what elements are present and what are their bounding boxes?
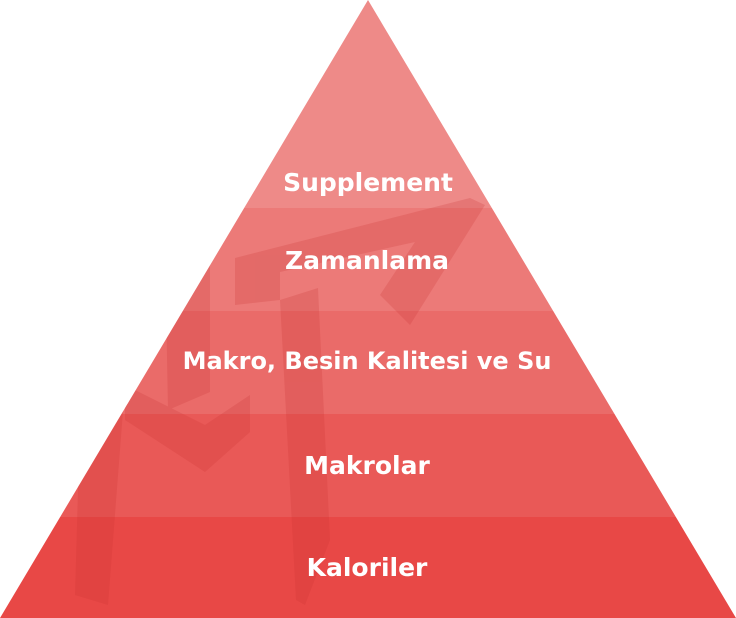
- tier-band-calories: [0, 517, 736, 618]
- tier-label-micros-quality-water: Makro, Besin Kalitesi ve Su: [183, 347, 552, 375]
- tier-label-macros: Makrolar: [304, 451, 430, 480]
- tier-label-timing: Zamanlama: [285, 246, 449, 275]
- tier-label-calories: Kaloriler: [307, 553, 428, 582]
- tier-band-macros: [0, 414, 736, 517]
- tier-label-supplement: Supplement: [283, 168, 453, 197]
